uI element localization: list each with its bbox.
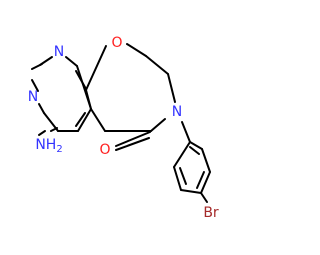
bond-line [179,167,187,185]
bond-line [189,141,203,150]
bromine-label: Br [203,205,219,221]
bond-line [85,89,92,110]
bond-line [75,70,87,90]
bond-line [38,130,46,136]
molecule-drawing: N N O N NH2 O Br [28,35,219,221]
pyrimidine-n-left-label: N [28,89,38,105]
bond-line [126,43,147,57]
ring-oxygen-label: O [111,35,122,51]
bond-line [180,189,202,194]
structure-diagram: N N O N NH2 O Br [27,35,219,221]
bond-line [145,55,169,75]
amino-group-label: NH2 [35,137,62,155]
bond-line [196,171,205,189]
bond-line [181,121,191,143]
pyrimidine-n-top-label: N [54,44,64,60]
carbonyl-oxygen-label: O [99,142,110,158]
bond-line [38,103,45,114]
bond-line [115,137,150,151]
bond-line [189,146,200,155]
amino-group-text: NH [35,137,56,153]
bond-line [167,73,176,103]
bond-line [173,141,191,168]
bond-line [31,63,43,70]
bond-line [75,112,86,127]
bond-line [201,148,211,173]
bond-line [150,118,166,132]
bond-line [31,79,39,92]
amino-group-subscript: 2 [56,144,62,155]
bond-lines [31,43,211,203]
amide-nitrogen-label: N [172,104,182,120]
bond-line [200,171,211,194]
bond-line [77,108,92,132]
bond-line [115,131,151,147]
bond-line [173,166,182,191]
bond-line [85,45,107,91]
bond-line [90,108,106,132]
bond-line [200,192,208,203]
bond-line [65,56,78,67]
atom-labels: N N O N NH2 O Br [28,35,219,221]
bond-line [43,112,59,132]
